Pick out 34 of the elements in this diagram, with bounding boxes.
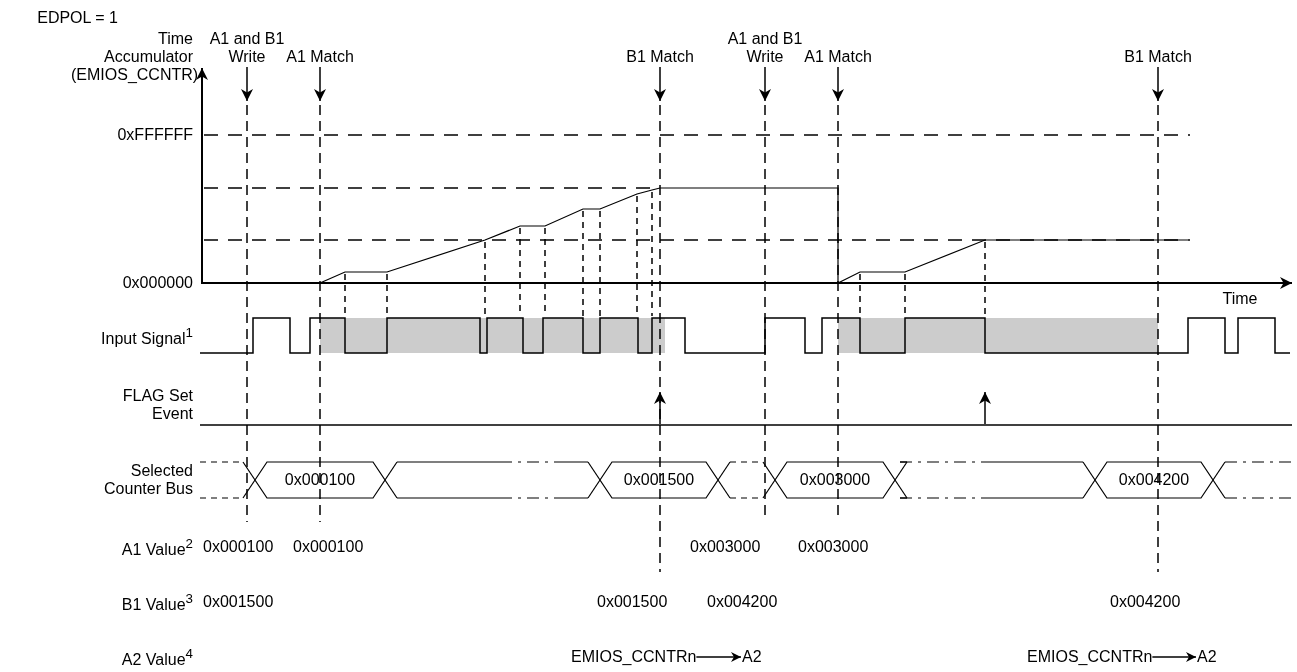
event-label: B1 Match bbox=[1124, 48, 1192, 66]
signal-label: Selected Counter Bus bbox=[103, 462, 193, 498]
arrow bbox=[695, 652, 742, 662]
bus-value: 0x000100 bbox=[284, 471, 356, 489]
value-text: 0x004200 bbox=[707, 593, 778, 611]
signal-label: A1 Value$^{2}$ bbox=[121, 535, 193, 559]
bus-value: 0x004200 bbox=[1118, 471, 1190, 489]
arrow bbox=[1151, 652, 1197, 662]
event-label: A1 Match bbox=[286, 48, 354, 66]
register-text: A2 bbox=[742, 648, 762, 666]
signal-label: FLAG Set Event bbox=[121, 387, 193, 423]
register-text: A2 bbox=[1197, 648, 1217, 666]
value-text: 0x000100 bbox=[293, 538, 364, 556]
value-text: 0x003000 bbox=[690, 538, 761, 556]
axis-title: Time bbox=[1222, 290, 1258, 308]
tick-label: 0x000000 bbox=[122, 274, 193, 292]
event-label: B1 Match bbox=[626, 48, 694, 66]
signal-label: A2 Value$^{4}$ bbox=[121, 645, 193, 669]
register-text: EMIOS_CCNTRn bbox=[571, 648, 697, 666]
register-text: EMIOS_CCNTRn bbox=[1027, 648, 1153, 666]
signal-label: B1 Value$^{3}$ bbox=[121, 590, 193, 614]
bus-value: 0x001500 bbox=[623, 471, 695, 489]
value-text: 0x003000 bbox=[798, 538, 869, 556]
signal-label: Input Signal$^{1}$ bbox=[101, 324, 193, 348]
value-text: 0x000100 bbox=[203, 538, 274, 556]
event-label: A1 Match bbox=[804, 48, 872, 66]
value-text: 0x001500 bbox=[597, 593, 668, 611]
condition-text: EDPOL = 1 bbox=[37, 9, 118, 27]
bus-value: 0x003000 bbox=[799, 471, 871, 489]
event-label: A1 and B1 Write bbox=[726, 30, 804, 66]
value-text: 0x004200 bbox=[1110, 593, 1181, 611]
tick-label: 0xFFFFFF bbox=[117, 126, 193, 144]
value-text: 0x001500 bbox=[203, 593, 274, 611]
event-label: A1 and B1 Write bbox=[208, 30, 286, 66]
